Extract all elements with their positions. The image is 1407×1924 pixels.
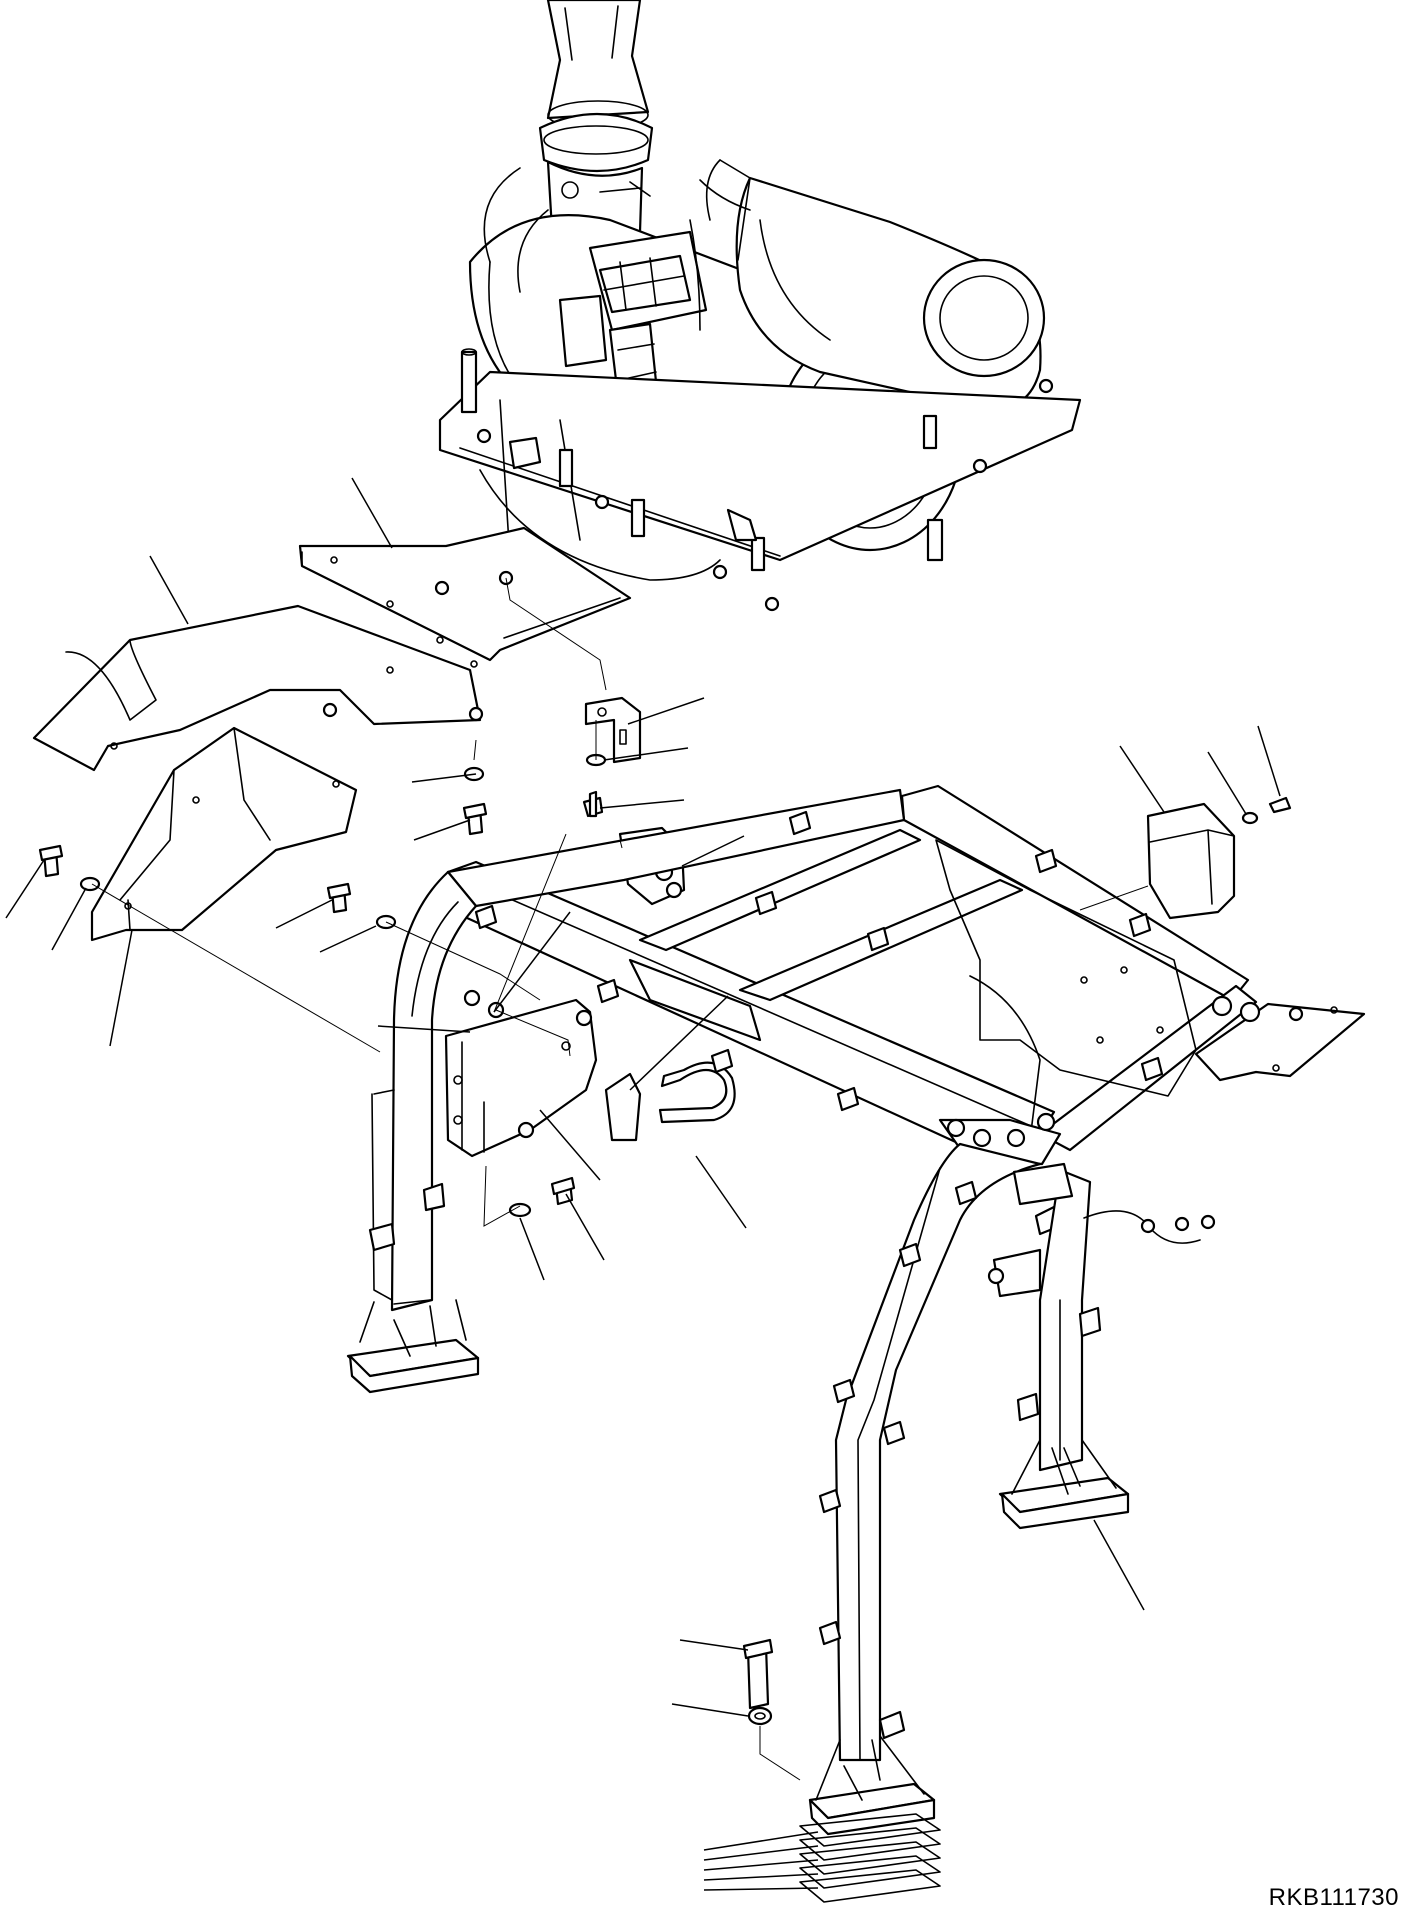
exhaust-pipe xyxy=(546,0,650,120)
leader-line xyxy=(565,1193,605,1261)
leader-line xyxy=(703,1859,819,1871)
leader-line xyxy=(149,555,189,625)
leader-line xyxy=(599,799,685,809)
leader-line xyxy=(679,1639,749,1651)
assembly-guides xyxy=(91,577,1149,1781)
leader-line xyxy=(5,859,45,919)
main-frame xyxy=(346,784,1366,1903)
scr-outlet xyxy=(922,258,1046,378)
leader-line xyxy=(1207,751,1247,815)
leader-line xyxy=(109,929,133,1047)
leader-line xyxy=(1119,745,1165,813)
leader-line xyxy=(703,1845,819,1861)
leader-line xyxy=(603,747,689,761)
leader-line xyxy=(629,995,729,1091)
lower-cover-plate xyxy=(32,604,482,772)
leader-line xyxy=(51,887,87,951)
pipe-clamp xyxy=(538,113,654,173)
leader-line xyxy=(411,773,477,783)
leader-line xyxy=(703,1873,819,1881)
shim-stack xyxy=(799,1813,941,1903)
leader-line xyxy=(1093,1519,1145,1611)
leader-line xyxy=(319,925,377,953)
cover-box xyxy=(1146,802,1236,920)
duct-cover xyxy=(90,726,358,942)
mounting-plate xyxy=(438,370,1082,562)
leader-line xyxy=(539,1109,601,1181)
drawing-code: RKB111730 xyxy=(1268,1884,1399,1911)
upper-cover-plate xyxy=(298,526,632,662)
aftertreatment-assembly xyxy=(438,0,1082,612)
leader-line xyxy=(681,835,745,867)
u-bolt xyxy=(658,1061,736,1124)
leader-line xyxy=(519,1217,545,1281)
angle-bracket xyxy=(584,696,642,764)
frame-front-leg xyxy=(834,1142,1042,1762)
reference-leaders xyxy=(5,477,1281,1891)
leader-line xyxy=(703,1831,819,1851)
leader-line xyxy=(1257,725,1281,797)
leader-line xyxy=(351,477,393,549)
leader-line xyxy=(671,1703,749,1717)
leader-line xyxy=(695,1155,747,1229)
leader-line xyxy=(627,697,705,725)
leader-line xyxy=(275,899,333,929)
leader-line xyxy=(377,1025,471,1033)
leader-line xyxy=(413,819,471,841)
side-bracket xyxy=(444,998,598,1158)
covers xyxy=(32,526,632,942)
frame-left-leg xyxy=(390,870,478,1312)
leader-line xyxy=(493,911,571,1013)
leader-line xyxy=(703,1887,819,1891)
